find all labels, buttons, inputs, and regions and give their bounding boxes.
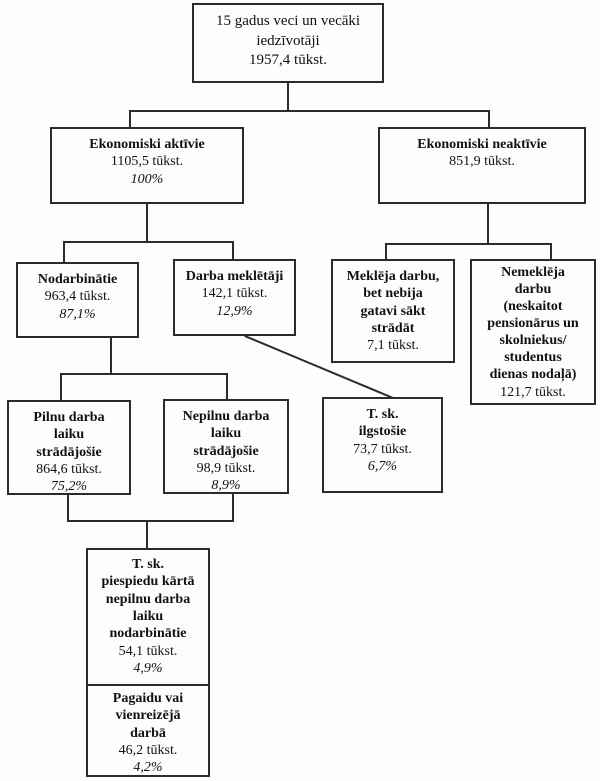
node-value: 54,1 tūkst. <box>118 643 178 659</box>
connector-line <box>385 243 387 260</box>
connector-line <box>63 241 65 263</box>
node-percent: 87,1% <box>59 306 96 322</box>
node-part-time-detail-box: T. sk. piespiedu kārtā nepilnu darba lai… <box>86 548 210 777</box>
node-value: 98,9 tūkst. <box>196 461 256 477</box>
node-title: Pagaidu vai vienreizējā darbā <box>112 691 184 741</box>
node-percent: 100% <box>130 171 164 187</box>
node-value: 46,2 tūkst. <box>118 743 178 759</box>
connector-line <box>232 241 234 260</box>
connector-line <box>232 493 234 522</box>
node-involuntary-part-time: T. sk. piespiedu kārtā nepilnu darba lai… <box>88 550 208 684</box>
node-economically-inactive: Ekonomiski neaktīvie 851,9 tūkst. <box>378 127 586 204</box>
node-percent: 6,7% <box>367 459 398 475</box>
node-value: 851,9 tūkst. <box>449 154 515 170</box>
node-title: 15 gadus veci un vecāki iedzīvotāji <box>215 13 361 49</box>
node-value: 864,6 tūkst. <box>36 462 102 478</box>
node-full-time-workers: Pilnu darba laiku strādājošie 864,6 tūks… <box>7 400 131 495</box>
node-value: 963,4 tūkst. <box>44 289 111 305</box>
node-title: Meklēja darbu, bet nebija gatavi sākt st… <box>346 269 440 337</box>
connector-line <box>129 110 131 128</box>
node-value: 142,1 tūkst. <box>201 286 268 302</box>
node-percent: 4,2% <box>133 760 163 776</box>
connector-line <box>67 494 69 522</box>
node-part-time-workers: Nepilnu darba laiku strādājošie 98,9 tūk… <box>163 399 289 494</box>
node-percent: 12,9% <box>216 303 253 319</box>
connector-line <box>287 83 289 111</box>
connector-line <box>60 373 228 375</box>
node-value: 1957,4 tūkst. <box>249 52 327 68</box>
node-title: Nodarbinātie <box>37 272 118 287</box>
node-title: Ekonomiski aktīvie <box>89 137 205 152</box>
connector-line <box>110 337 112 375</box>
node-title: Pilnu darba laiku strādājošie <box>33 410 105 460</box>
node-long-term-unemployed: T. sk. ilgstošie 73,7 tūkst. 6,7% <box>322 397 443 493</box>
connector-line <box>63 241 234 243</box>
node-not-seeking-work: Nemeklēja darbu (neskaitot pensionārus u… <box>470 259 596 405</box>
connector-line <box>129 110 490 112</box>
node-percent: 8,9% <box>211 478 241 494</box>
node-percent: 75,2% <box>50 479 88 495</box>
node-title: Ekonomiski neaktīvie <box>417 137 547 152</box>
connector-line <box>60 373 62 401</box>
node-sought-not-ready: Meklēja darbu, bet nebija gatavi sākt st… <box>331 259 455 363</box>
connector-line <box>67 520 234 522</box>
node-value: 1105,5 tūkst. <box>110 154 184 170</box>
node-temporary-work: Pagaidu vai vienreizējā darbā 46,2 tūkst… <box>88 684 208 775</box>
node-job-seekers: Darba meklētāji 142,1 tūkst. 12,9% <box>173 259 296 336</box>
node-economically-active: Ekonomiski aktīvie 1105,5 tūkst. 100% <box>50 127 244 204</box>
connector-line <box>385 243 552 245</box>
node-title: Nemeklēja darbu (neskaitot pensionārus u… <box>487 265 579 383</box>
node-title: Nepilnu darba laiku strādājošie <box>182 409 270 459</box>
node-value: 73,7 tūkst. <box>353 441 412 457</box>
connector-line <box>550 243 552 260</box>
node-title: T. sk. piespiedu kārtā nepilnu darba lai… <box>101 557 195 642</box>
node-value: 7,1 tūkst. <box>367 338 419 354</box>
node-percent: 4,9% <box>133 661 163 677</box>
connector-line <box>488 110 490 128</box>
node-total-population: 15 gadus veci un vecāki iedzīvotāji 1957… <box>192 3 384 83</box>
node-title: T. sk. ilgstošie <box>358 407 407 440</box>
connector-line <box>146 203 148 241</box>
connector-line <box>487 203 489 243</box>
connector-line <box>146 520 148 549</box>
node-employed: Nodarbinātie 963,4 tūkst. 87,1% <box>16 262 139 338</box>
node-value: 121,7 tūkst. <box>500 384 566 400</box>
node-title: Darba meklētāji <box>185 269 284 284</box>
connector-line <box>226 373 228 400</box>
